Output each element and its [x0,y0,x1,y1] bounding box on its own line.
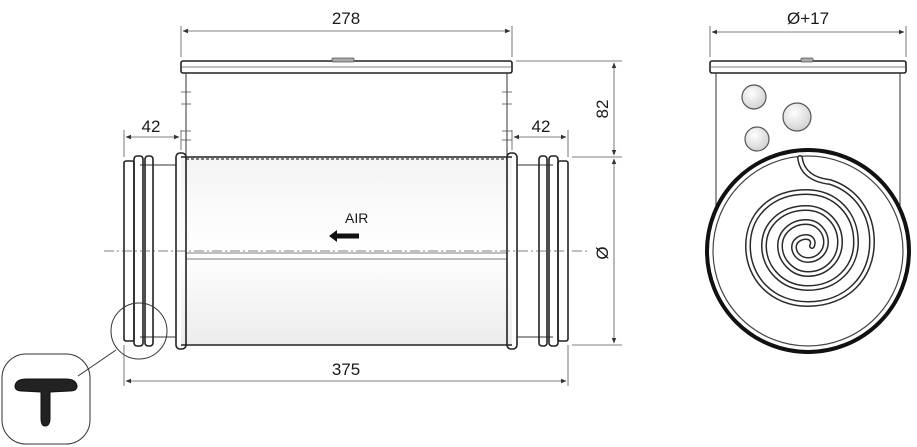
side-view: AIR [104,57,590,350]
dim-height: 82 [593,100,612,119]
seal-profile-icon [14,378,78,427]
dim-end-width: Ø+17 [787,9,829,28]
dim-top-length: 278 [332,9,360,28]
dim-right-spigot: 42 [532,117,551,136]
cable-gland-icon [782,102,812,132]
cable-gland-icon [744,126,770,152]
detail-circle [110,302,168,360]
dim-total-length: 375 [332,360,360,379]
cable-gland-icon [741,84,767,110]
duct-inner-ring [712,155,904,347]
duct-outer-ring [705,148,911,354]
dim-diameter: Ø [593,246,612,259]
lid-screw [331,57,355,63]
dim-left-spigot: 42 [142,117,161,136]
detail-box [1,353,91,445]
end-view: Ø+17 [705,9,911,354]
dimension-lines: 278 42 42 82 Ø 375 [123,9,622,386]
airflow-arrow-icon [329,230,359,242]
detail-callout [1,302,168,445]
airflow-label: AIR [345,210,368,226]
